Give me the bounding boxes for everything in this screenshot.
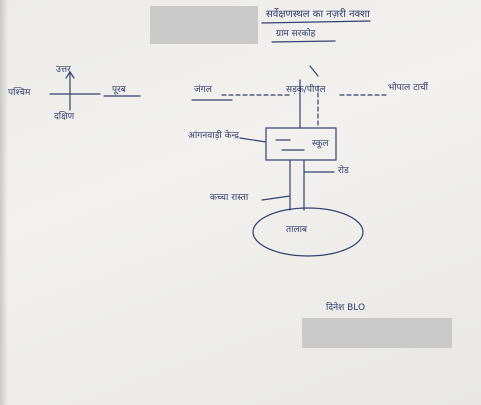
path-side-label: रोड — [338, 166, 349, 176]
building-label-leader — [239, 137, 267, 143]
compass-north-arrow-right — [69, 71, 75, 79]
compass-rose — [49, 71, 141, 111]
compass-east-label: पूरब — [112, 85, 126, 95]
redacted-header-block — [150, 6, 258, 44]
paper-edge-shadow — [0, 0, 8, 405]
road-center-label: सड़क/पीपल — [286, 85, 326, 95]
north-tick-mark — [309, 65, 319, 77]
building-inner-label: स्कूल — [312, 139, 329, 149]
map-subtitle: ग्राम सरकोह — [276, 29, 316, 39]
left-place-label: जंगल — [194, 85, 212, 95]
compass-north-arrow-left — [65, 71, 71, 79]
path-label-leader — [261, 195, 291, 201]
signature-text: दिनेश BLO — [326, 303, 366, 313]
right-place-label: भोपाल टार्ची — [388, 83, 428, 93]
title-underline — [261, 20, 371, 24]
map-title: सर्वेक्षणस्थल का नज़री नक्शा — [266, 9, 370, 20]
compass-west-label: पश्चिम — [8, 88, 31, 98]
path-label: कच्चा रास्ता — [210, 193, 249, 203]
compass-north-label: उत्तर — [56, 65, 71, 75]
subtitle-underline — [271, 40, 336, 43]
building-outline — [265, 127, 337, 161]
pond-label: तालाब — [286, 225, 308, 235]
redacted-signature-block — [302, 318, 452, 348]
pond-outline — [252, 207, 364, 257]
compass-south-label: दक्षिण — [54, 112, 75, 122]
building-label: आंगनवाड़ी केन्द्र — [188, 131, 240, 141]
